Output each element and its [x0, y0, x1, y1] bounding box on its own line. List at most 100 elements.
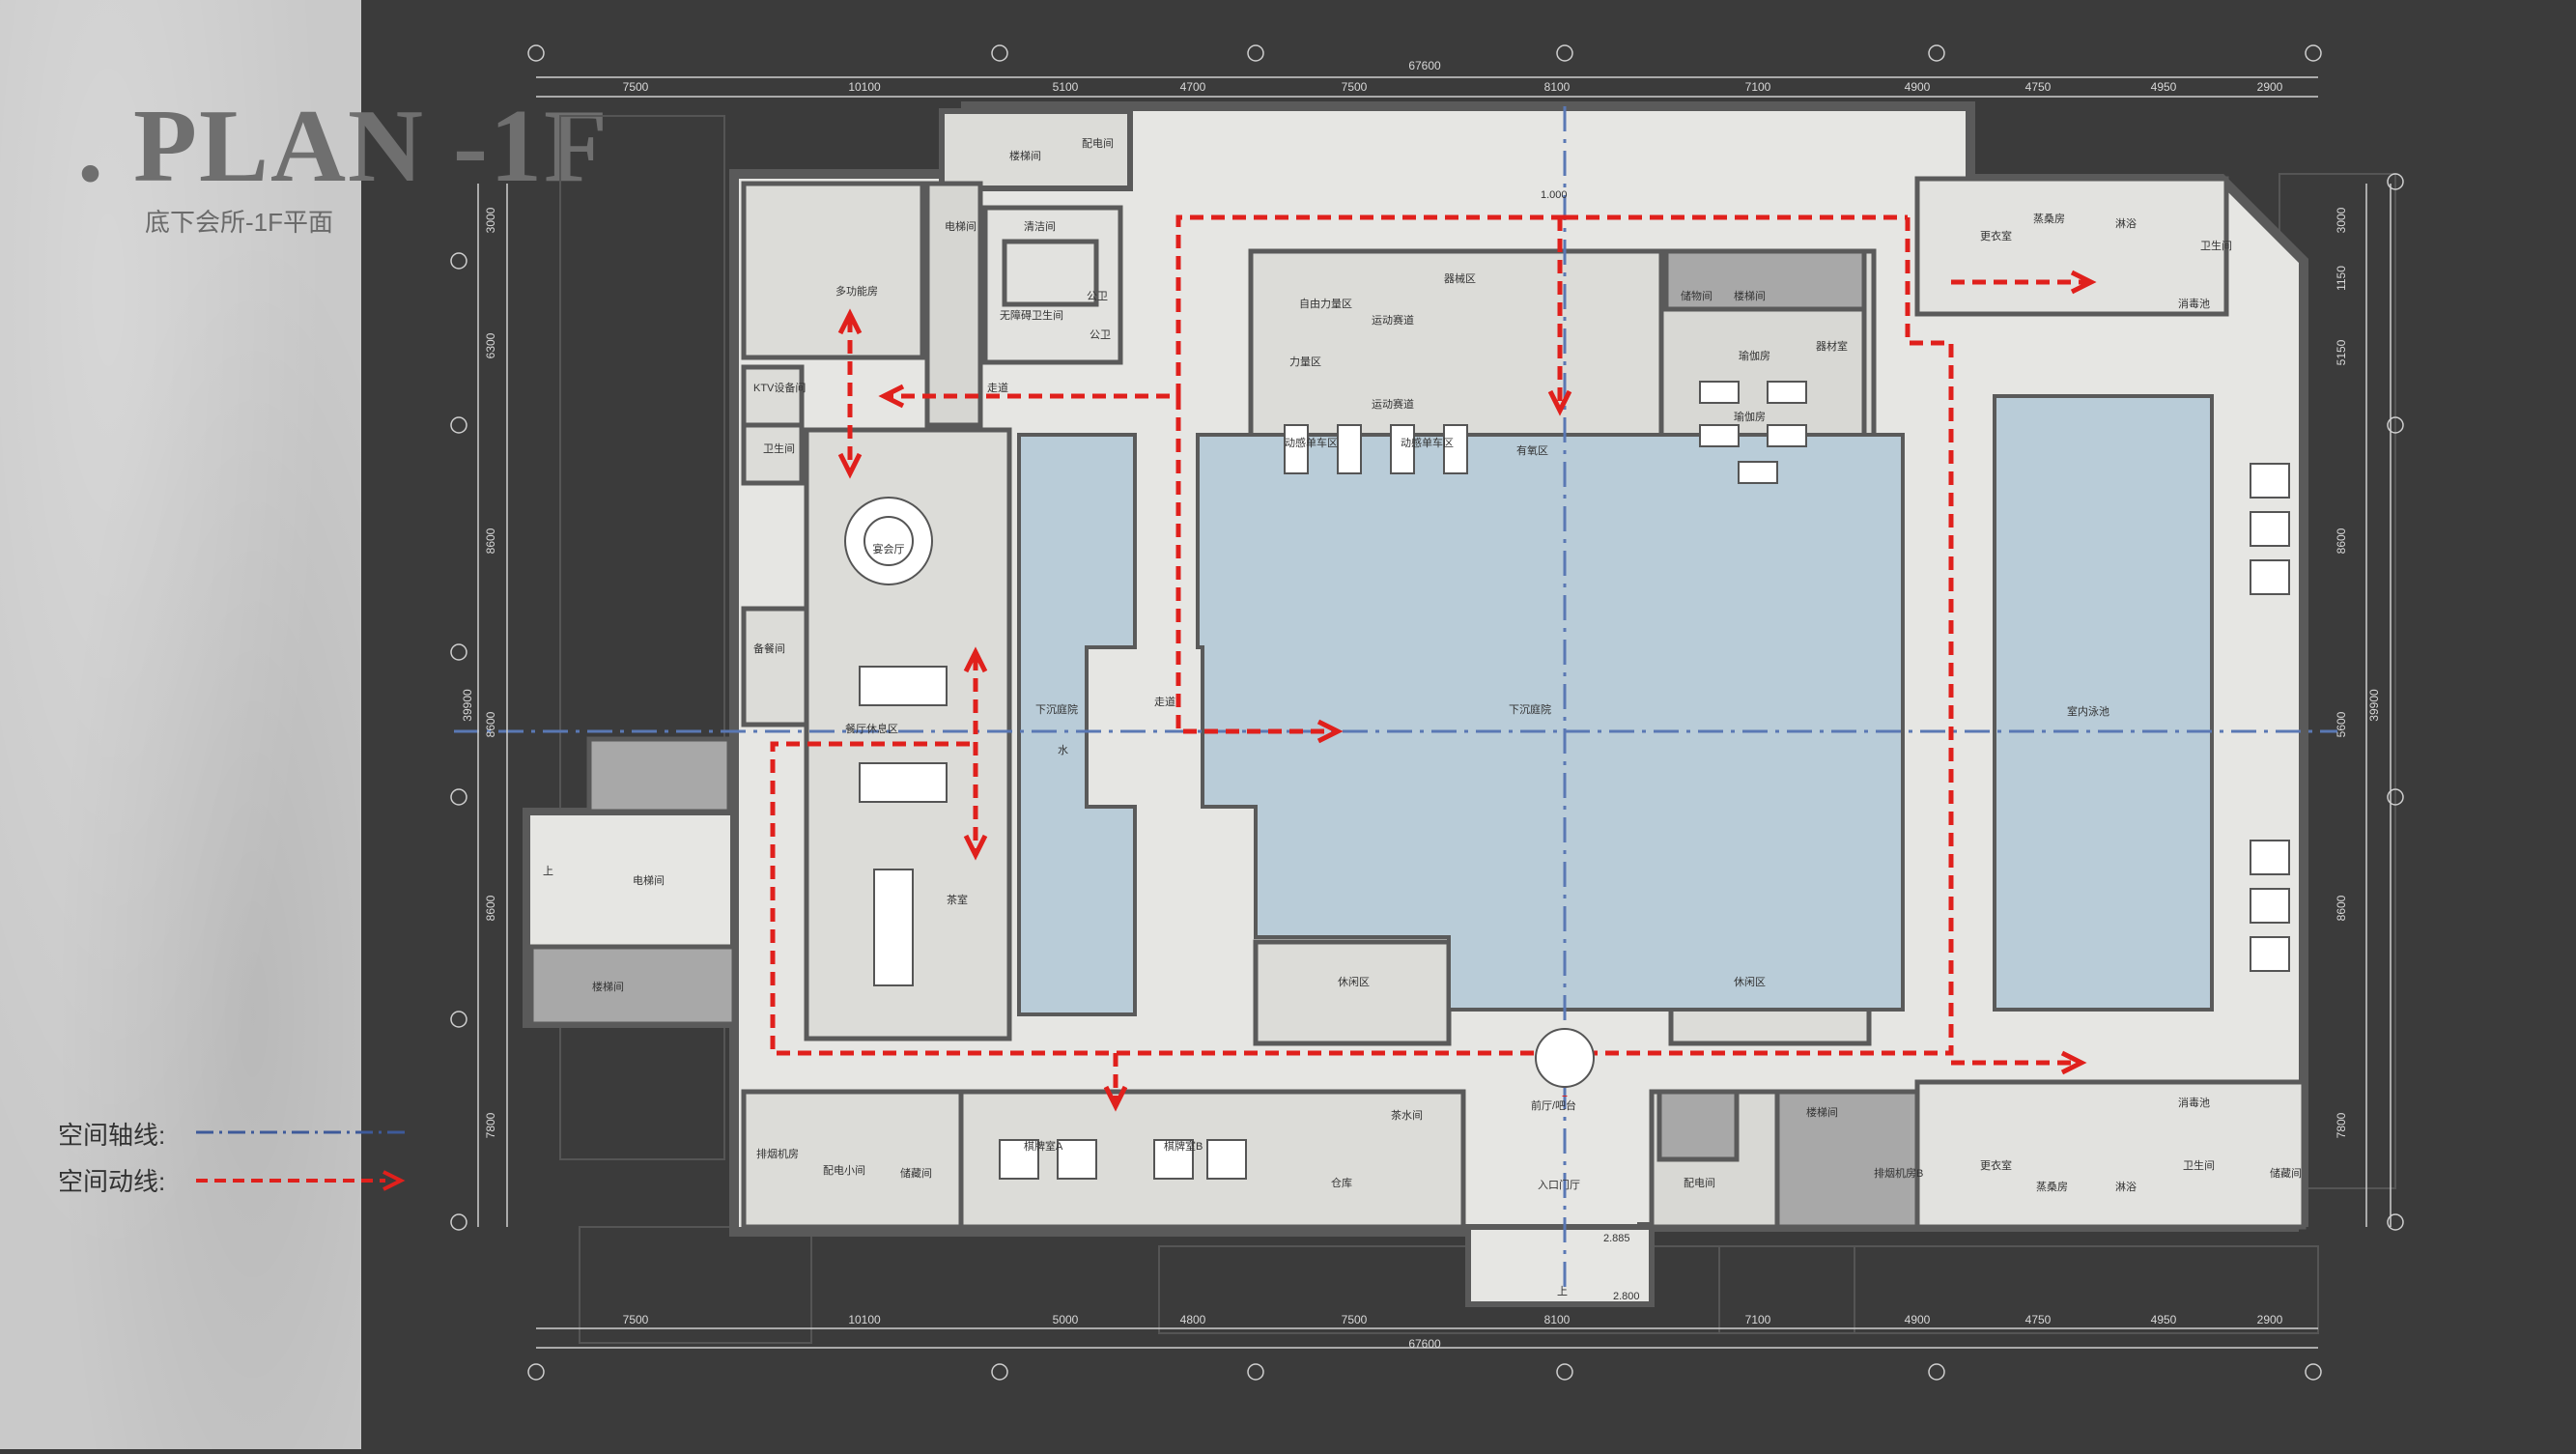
svg-text:1150: 1150 [2335, 266, 2348, 291]
flow-arrowheads [837, 270, 2097, 1112]
legend-flow: 空间动线: [58, 1162, 406, 1198]
label-warehouse: 仓库 [1331, 1176, 1352, 1189]
svg-text:5150: 5150 [2335, 339, 2348, 365]
label-sunken-left: 下沉庭院 [1035, 702, 1078, 716]
elevator-hall [924, 181, 983, 428]
label-spinning: 动感单车区 [1285, 436, 1338, 449]
label-steam-top: 蒸桑房 [2033, 213, 2065, 225]
label-disinfection-top: 消毒池 [2178, 297, 2210, 310]
label-sunken-court: 下沉庭院 [1509, 702, 1551, 716]
svg-text:7800: 7800 [2335, 1112, 2348, 1138]
label-cardio: 有氧区 [1516, 443, 1548, 457]
grid-bubbles [450, 44, 2404, 1381]
label-changing-bottom: 更衣室 [1980, 1158, 2012, 1172]
svg-text:8600: 8600 [2335, 895, 2348, 921]
label-elevator-left: 电梯间 [633, 874, 665, 887]
exhaust-room [741, 1089, 964, 1230]
svg-text:8600: 8600 [484, 895, 497, 921]
svg-text:7500: 7500 [1342, 80, 1368, 94]
label-power-bottom: 配电间 [1684, 1177, 1715, 1189]
plan-subtitle: 底下会所-1F平面 [145, 208, 334, 237]
dimensions-left: 3000 6300 8600 8600 8600 7800 39900 [461, 207, 497, 1138]
legend-axis: 空间轴线: [58, 1116, 407, 1152]
legend-axis-label: 空间轴线: [58, 1121, 166, 1150]
multi-function-room [741, 181, 925, 360]
label-toilet-right-top: 卫生间 [2200, 239, 2232, 252]
svg-text:4750: 4750 [2025, 80, 2052, 94]
elevators-left [586, 736, 732, 814]
label-toilet-right-bottom: 卫生间 [2183, 1158, 2215, 1172]
svg-text:10100: 10100 [848, 1313, 881, 1326]
svg-text:4800: 4800 [1180, 1313, 1206, 1326]
legend-flow-arrow-icon [196, 1170, 406, 1191]
svg-text:4950: 4950 [2151, 80, 2177, 94]
label-storage: 储物间 [1681, 289, 1713, 302]
label-storage-bottom-left: 储藏间 [900, 1166, 932, 1180]
svg-text:7800: 7800 [484, 1112, 497, 1138]
svg-text:5100: 5100 [1053, 80, 1079, 94]
changing-bottom [1914, 1079, 2307, 1230]
label-chess-b: 棋牌室B [1164, 1139, 1203, 1153]
dimensions-bottom: 67600 7500 10100 5000 4800 7500 8100 710… [623, 1313, 2283, 1351]
label-up-entrance: 上 [1557, 1285, 1568, 1297]
water-features [1017, 394, 2214, 1016]
label-sports-track-2: 运动赛道 [1372, 397, 1414, 411]
label-shower-top: 淋浴 [2115, 217, 2137, 230]
label-indoor-pool: 室内泳池 [2067, 704, 2109, 718]
label-water: 水 [1058, 744, 1068, 756]
svg-text:8100: 8100 [1544, 80, 1571, 94]
label-public-toilet-1: 公卫 [1087, 291, 1108, 302]
changing-top [1914, 176, 2229, 317]
label-level-2800: 2.800 [1613, 1291, 1640, 1302]
svg-text:6300: 6300 [484, 332, 497, 358]
svg-text:8600: 8600 [484, 527, 497, 554]
svg-text:8100: 8100 [1544, 1313, 1571, 1326]
label-corridor-top: 走道 [987, 381, 1008, 394]
dim-overall-top: 67600 [1408, 59, 1441, 72]
svg-text:39900: 39900 [2367, 689, 2381, 722]
elevator-bottom [1656, 1089, 1740, 1162]
label-multi-function: 多功能房 [835, 284, 878, 298]
svg-text:8600: 8600 [484, 711, 497, 737]
label-yoga-1: 瑜伽房 [1739, 349, 1770, 362]
dimensions-right: 3000 1150 5150 8600 5600 8600 7800 39900 [2335, 207, 2381, 1138]
svg-text:3000: 3000 [484, 207, 497, 233]
label-corridor-mid: 走道 [1154, 695, 1175, 708]
label-exhaust: 排烟机房 [756, 1147, 799, 1160]
dimensions-top: 67600 7500 10100 5100 4700 7500 8100 710… [623, 59, 2283, 94]
label-sports-track-1: 运动赛道 [1372, 313, 1414, 327]
label-level-2885: 2.885 [1603, 1233, 1630, 1244]
label-banquet: 宴会厅 [873, 542, 905, 556]
label-yoga-2: 瑜伽房 [1734, 410, 1766, 423]
svg-text:7500: 7500 [623, 80, 649, 94]
svg-text:7100: 7100 [1745, 1313, 1771, 1326]
label-toilet: 卫生间 [763, 442, 795, 455]
label-pantry: 备餐间 [753, 641, 785, 655]
dimension-lines [477, 76, 2392, 1349]
label-steam-bottom: 蒸桑房 [2036, 1181, 2068, 1193]
floor-plan-svg: 67600 7500 10100 5100 4700 7500 8100 710… [450, 44, 2404, 1381]
label-accessible-toilet: 无障碍卫生间 [1000, 308, 1063, 322]
label-tea-room: 茶室 [947, 893, 968, 906]
label-small-power: 配电小间 [823, 1164, 865, 1177]
dim-overall-bottom: 67600 [1408, 1337, 1441, 1351]
label-entrance: 入口门厅 [1538, 1178, 1580, 1191]
svg-text:4900: 4900 [1905, 80, 1931, 94]
elevator-top [1002, 239, 1099, 307]
label-stair-bottom: 楼梯间 [1806, 1105, 1838, 1119]
label-stair-left: 楼梯间 [592, 980, 624, 993]
label-chess-a: 棋牌室A [1024, 1139, 1063, 1153]
label-stair-top: 楼梯间 [1009, 149, 1041, 162]
label-storage-right: 储藏间 [2270, 1166, 2302, 1180]
title-panel: . PLAN -1F 底下会所-1F平面 空间轴线: 空间动线: [0, 0, 608, 1449]
label-restaurant-lounge: 餐厅休息区 [845, 722, 898, 735]
svg-text:39900: 39900 [461, 689, 474, 722]
stair-gym [1663, 248, 1867, 312]
label-reception: 前厅/吧台 [1531, 1098, 1576, 1112]
label-spinning-2: 动感单车区 [1401, 436, 1454, 449]
label-stair-gym: 楼梯间 [1734, 289, 1766, 302]
label-public-toilet-2: 公卫 [1090, 329, 1111, 341]
label-elevator-hall: 电梯间 [945, 220, 977, 233]
ktv-room [741, 364, 805, 428]
svg-text:3000: 3000 [2335, 207, 2348, 233]
